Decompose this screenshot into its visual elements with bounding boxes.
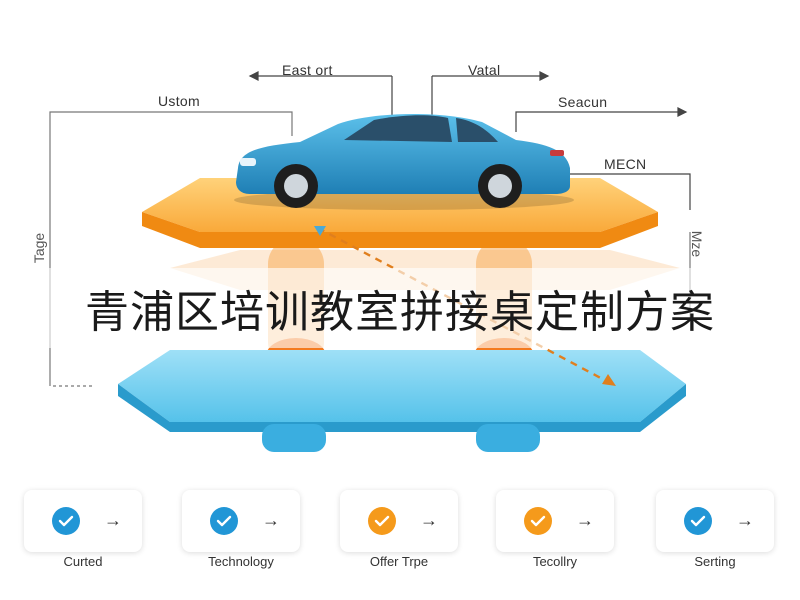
check-icon: [52, 507, 80, 535]
feature-card[interactable]: →: [340, 490, 458, 552]
platform-diagram: East ort Vatal Ustom Seacun MECN Tage Mz…: [31, 62, 706, 452]
arrow-right-icon: →: [576, 510, 594, 530]
leader-season: [515, 111, 686, 132]
feature-card[interactable]: →: [496, 490, 614, 552]
arrow-right-icon: →: [104, 510, 122, 530]
check-icon: [210, 507, 238, 535]
flow-arrow: [314, 226, 616, 386]
callout-season: Seacun: [558, 94, 608, 110]
callout-left-side: Tage: [31, 232, 48, 264]
feature-item[interactable]: → Technology: [182, 484, 312, 600]
callout-vertical: Vatal: [468, 62, 501, 78]
arrowhead-season: [677, 107, 688, 117]
arrow-right-icon: →: [262, 510, 280, 530]
check-icon: [524, 507, 552, 535]
feature-item[interactable]: → Tecollry: [496, 484, 626, 600]
feature-item[interactable]: → Serting: [656, 484, 786, 600]
feature-label: Tecollry: [532, 554, 578, 569]
feature-item[interactable]: → Offer Trpe: [340, 484, 470, 600]
callout-custom: Ustom: [158, 93, 200, 109]
feature-list: → Curted → Technology → Offer Trpe → Tec…: [0, 484, 800, 600]
title-banner: 青浦区培训教室拼接桌定制方案: [0, 268, 800, 348]
feature-label: Serting: [694, 554, 736, 569]
leader-custom: [49, 111, 293, 386]
arrow-right-icon: →: [420, 510, 438, 530]
leader-mecn: [566, 173, 691, 210]
feature-label: Technology: [208, 554, 274, 569]
feature-item[interactable]: → Curted: [24, 484, 154, 600]
page-title: 青浦区培训教室拼接桌定制方案: [85, 287, 715, 338]
callout-mecn: MECN: [604, 156, 647, 172]
feature-card[interactable]: →: [182, 490, 300, 552]
diagram-graphic: [49, 71, 691, 452]
check-icon: [684, 507, 712, 535]
arrowhead-east: [248, 71, 259, 81]
callout-right-side: Mze: [689, 230, 706, 258]
bottom-platform: [118, 350, 686, 452]
arrow-right-icon: →: [736, 510, 754, 530]
check-icon: [368, 507, 396, 535]
feature-label: Curted: [63, 554, 103, 569]
arrowhead-vertical: [539, 71, 550, 81]
callout-east: East ort: [282, 62, 333, 78]
leader-lines: [49, 71, 691, 387]
car-graphic: [234, 113, 574, 210]
feature-card[interactable]: →: [24, 490, 142, 552]
feature-label: Offer Trpe: [369, 554, 429, 569]
feature-card[interactable]: →: [656, 490, 774, 552]
